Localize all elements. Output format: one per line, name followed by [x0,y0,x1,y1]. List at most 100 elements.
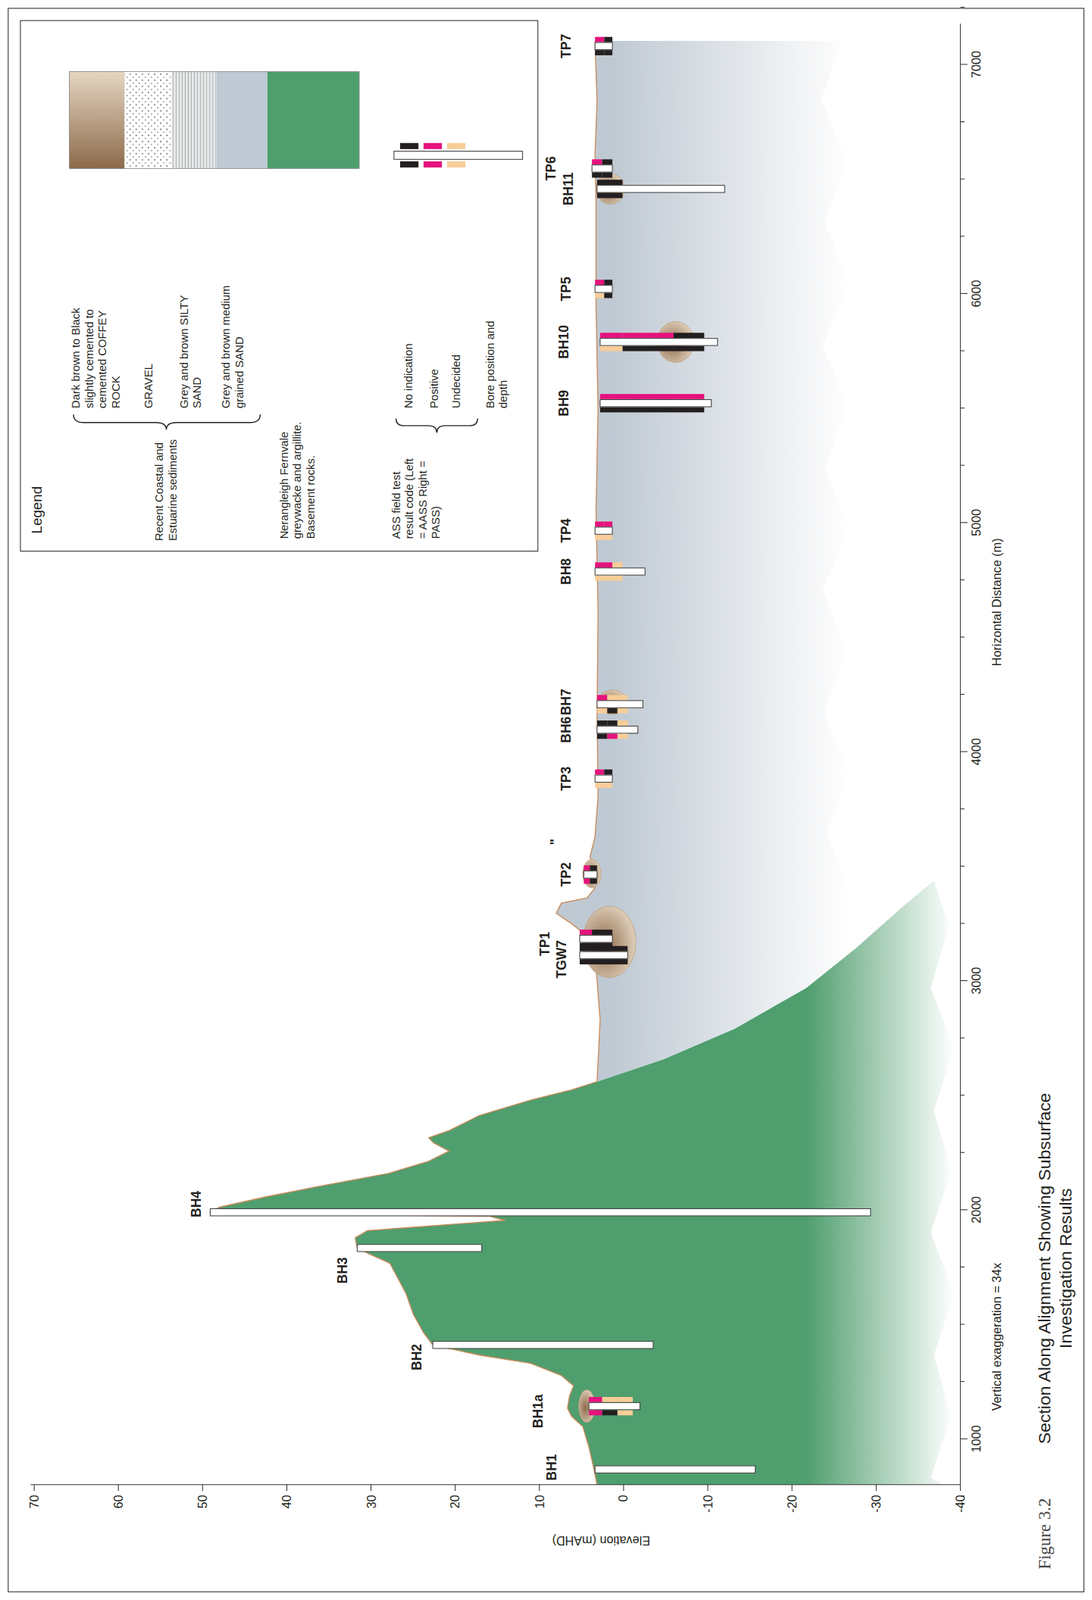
bore-label: TP1 [536,913,552,976]
bore-label: BH4 [188,1173,204,1236]
ass-result-bar [597,179,623,185]
axis-tick [960,178,964,180]
legend-brace [73,414,260,430]
axis-tick [960,235,964,237]
ass-result-bar [617,720,628,726]
ass-result-bar [603,37,613,43]
bore-column [597,700,644,708]
ass-result-bar [594,535,604,541]
bore-label: BH2 [409,1326,425,1389]
ass-result-bar [622,332,674,338]
axis-tick-label: 5000 [969,491,984,554]
legend-text: No indication [402,285,417,409]
axis-tick-label: 3000 [969,950,984,1012]
bore-label: BH9 [556,372,572,435]
ass-result-bar [607,734,617,740]
axis-tick-label: 30 [363,1495,379,1545]
bore-label: TGW7 [553,929,570,991]
legend-swatch [124,71,172,169]
axis-tick [34,1485,35,1492]
axis-tick [707,1485,708,1492]
ass-result-bar [603,293,613,299]
bore-label: BH3 [334,1240,351,1302]
legend-group-text: Recent Coastal and Estuarine sediments [153,434,180,542]
ass-result-bar [603,279,613,285]
axis-tick [960,1152,964,1154]
ass-result-bar [673,346,705,352]
legend-group-text: ASS field test result code (Left = AASS … [389,451,443,540]
bore-column [594,527,613,535]
ass-result-bar [600,394,705,400]
ass-result-bar [591,943,613,949]
page-frame [8,8,1085,1593]
coastal-sediments [556,40,858,1083]
ass-result-bar [597,734,608,740]
legend-text: Grey and brown SILTY SAND [177,285,204,409]
ass-result-bar [603,521,613,527]
axis-tick [960,923,964,924]
axis-tick [960,522,967,523]
ass-result-bar [589,865,597,871]
ass-result-bar [591,929,613,936]
legend-text: Bore position and depth [483,316,511,409]
axis-tick-label: -20 [785,1495,800,1545]
legend-text: GRAVEL [141,285,156,409]
ass-result-bar [597,694,608,701]
ass-result-bar [600,332,623,338]
bore-label: BH10 [556,311,572,373]
ass-result-bar [603,535,613,541]
bore-label: TP5 [558,258,574,320]
axis-tick [960,808,964,810]
ass-result-bar [594,575,613,582]
axis-tick [538,1485,540,1492]
ass-result-bar [588,1410,603,1416]
ass-result-bar [673,332,705,338]
axis-tick [960,980,967,982]
ass-result-bar [583,879,590,885]
ass-result-bar [617,1410,633,1416]
axis-tick [622,1485,624,1492]
axis-title: Horizontal Distance (m) [989,500,1005,705]
ass-result-bar [594,279,604,285]
legend-swatch [423,161,442,168]
note-text: Vertical exaggeration = 34x [989,1235,1005,1440]
axis-tick-label: 20 [447,1495,463,1545]
ass-result-bar [579,943,592,949]
legend-text: Grey and brown medium grained SAND [219,275,247,409]
ass-result-bar [612,575,623,582]
ass-result-bar [607,720,617,726]
axis-tick [202,1485,204,1492]
ass-result-bar [603,50,613,56]
distance-axis [960,23,961,1486]
bore-label: " [547,811,564,873]
axis-tick [960,1095,964,1096]
axis-tick [960,751,967,753]
bore-column [356,1245,482,1252]
legend-swatch [400,143,419,150]
bore-label: TP7 [558,15,574,77]
bore-column [600,399,712,407]
bore-column [209,1209,870,1217]
ass-result-bar [617,708,628,714]
bore-column [597,185,725,193]
legend-brace [396,418,479,433]
ass-result-bar [617,694,628,701]
axis-tick-label: 4000 [969,721,984,783]
axis-tick [960,1038,964,1039]
ass-result-bar [594,769,604,776]
axis-tick [960,293,967,295]
axis-tick [960,636,964,638]
bore-label: TP6 [542,137,558,200]
ass-result-bar [594,37,604,43]
legend-swatch [69,71,126,169]
axis-tick [791,1485,793,1492]
ass-result-bar [591,159,602,165]
basement-rock [209,881,955,1486]
axis-tick [960,64,967,66]
bore-column [579,951,628,959]
ass-result-bar [583,865,590,871]
axis-tick [960,1267,964,1268]
legend-swatch [216,71,268,169]
bore-column [594,285,613,293]
